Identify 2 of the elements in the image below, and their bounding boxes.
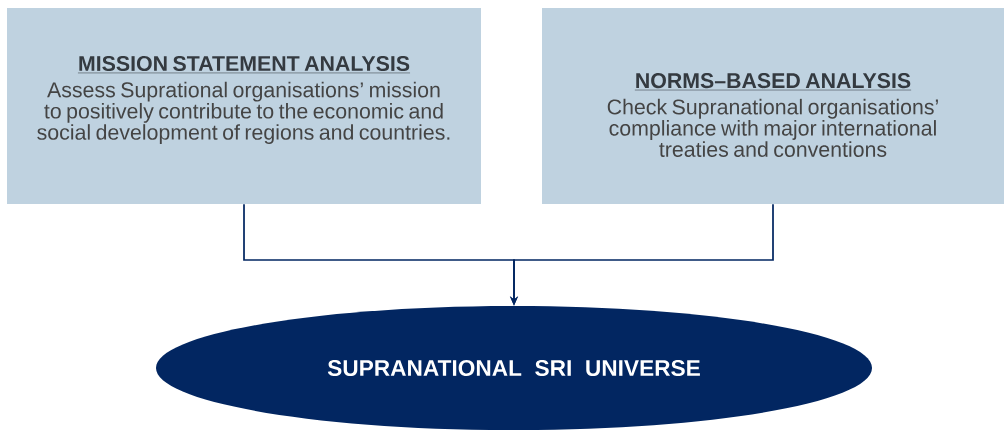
text-box: NORMS–BASED ANALYSIS Check Supranational organisations’ compliance with major international treaties and conventions (542, 8, 1004, 204)
text-box: MISSION STATEMENT ANALYSIS Assess Suprational organisations’ mission to positively contribute to the economic and social development of regions and countries. (7, 8, 481, 204)
